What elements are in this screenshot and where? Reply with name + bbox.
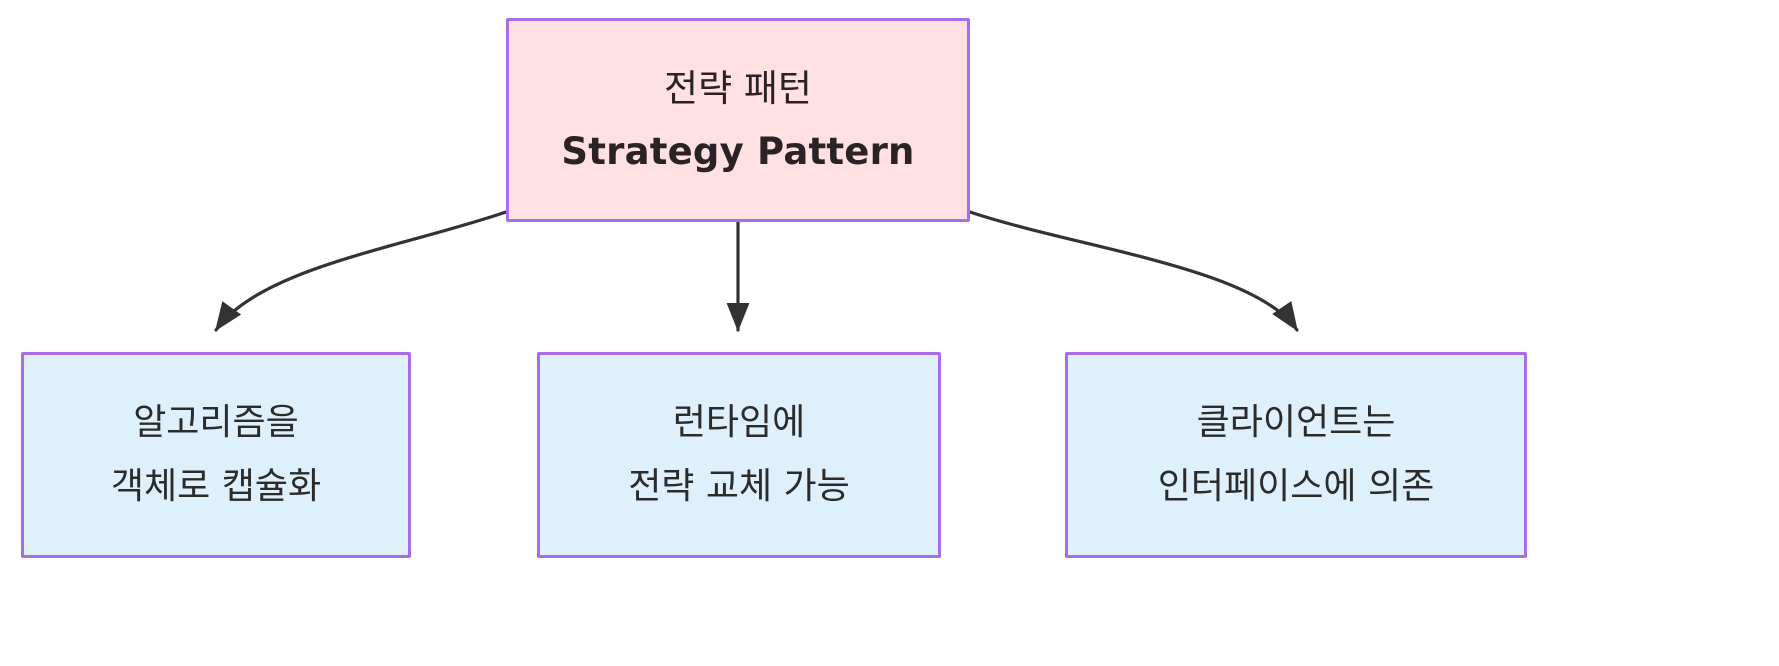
node-client-depends-on-interface-line-2: 인터페이스에 의존 bbox=[1157, 466, 1435, 507]
edge-root-to-encapsulate bbox=[214, 210, 508, 332]
node-encapsulate-algorithm-line-1: 알고리즘을 bbox=[133, 402, 299, 443]
node-runtime-swap-line-1: 런타임에 bbox=[672, 402, 806, 443]
node-strategy-pattern[interactable]: 전략 패턴 Strategy Pattern bbox=[506, 18, 970, 222]
node-client-depends-on-interface[interactable]: 클라이언트는 인터페이스에 의존 bbox=[1065, 352, 1527, 558]
node-client-depends-on-interface-line-1: 클라이언트는 bbox=[1196, 402, 1396, 443]
node-strategy-pattern-line-2: Strategy Pattern bbox=[561, 130, 915, 173]
node-runtime-swap-line-2: 전략 교체 가능 bbox=[628, 466, 850, 507]
node-runtime-swap[interactable]: 런타임에 전략 교체 가능 bbox=[537, 352, 941, 558]
node-encapsulate-algorithm-line-2: 객체로 캡슐화 bbox=[110, 466, 322, 507]
node-encapsulate-algorithm[interactable]: 알고리즘을 객체로 캡슐화 bbox=[21, 352, 411, 558]
edge-root-to-interface bbox=[968, 210, 1299, 332]
node-strategy-pattern-line-1: 전략 패턴 bbox=[664, 67, 812, 110]
